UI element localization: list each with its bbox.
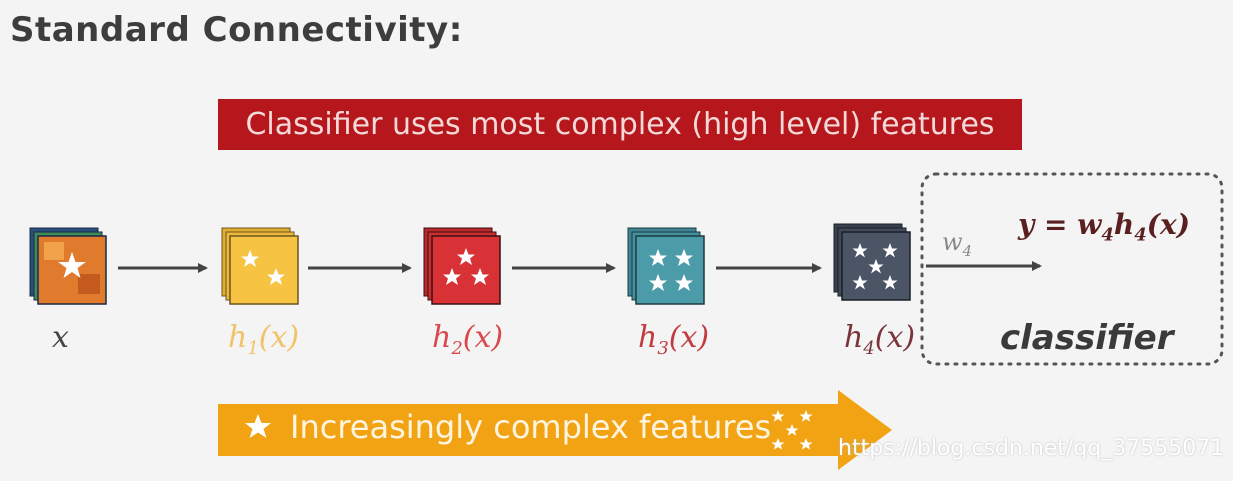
star-bullet-icon xyxy=(245,414,271,438)
classifier-formula: y = w4h4(x) xyxy=(1018,208,1190,246)
complexity-arrow-label: Increasingly complex features xyxy=(290,408,772,446)
layer-label-h2: h2(x) xyxy=(432,320,504,359)
h3-feature-map-icon xyxy=(627,227,705,305)
input-image-icon xyxy=(29,227,107,305)
h4-feature-map-icon xyxy=(833,223,911,301)
star-cluster-icon xyxy=(771,410,813,450)
watermark: https://blog.csdn.net/qq_37555071 xyxy=(838,436,1225,461)
layer-label-h3: h3(x) xyxy=(638,320,710,359)
classifier-label: classifier xyxy=(1000,318,1174,358)
page-title: Standard Connectivity: xyxy=(10,10,463,50)
complexity-arrow xyxy=(218,390,892,470)
layer-label-h4: h4(x) xyxy=(844,320,916,359)
h1-feature-map-icon xyxy=(221,227,299,305)
h2-feature-map-icon xyxy=(423,227,501,305)
weight-label: w4 xyxy=(942,228,973,260)
classifier-banner: Classifier uses most complex (high level… xyxy=(218,99,1022,150)
layer-label-x: x xyxy=(52,320,69,355)
classifier-box xyxy=(920,172,1224,366)
layer-label-h1: h1(x) xyxy=(228,320,300,359)
